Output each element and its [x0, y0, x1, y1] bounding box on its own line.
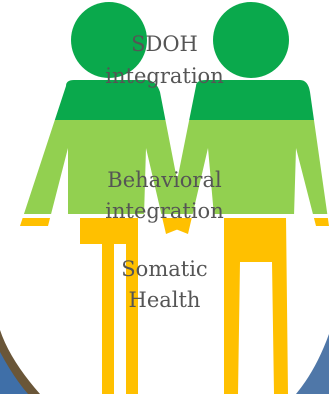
sdoh-label-line-1: SDOH	[0, 34, 329, 55]
somatic-label-line-2: Health	[0, 290, 329, 311]
behavioral-label-line-2: integration	[0, 201, 329, 222]
somatic-label-line-1: Somatic	[0, 259, 329, 280]
sdoh-label-line-2: integration	[0, 66, 329, 87]
behavioral-label-line-1: Behavioral	[0, 170, 329, 191]
